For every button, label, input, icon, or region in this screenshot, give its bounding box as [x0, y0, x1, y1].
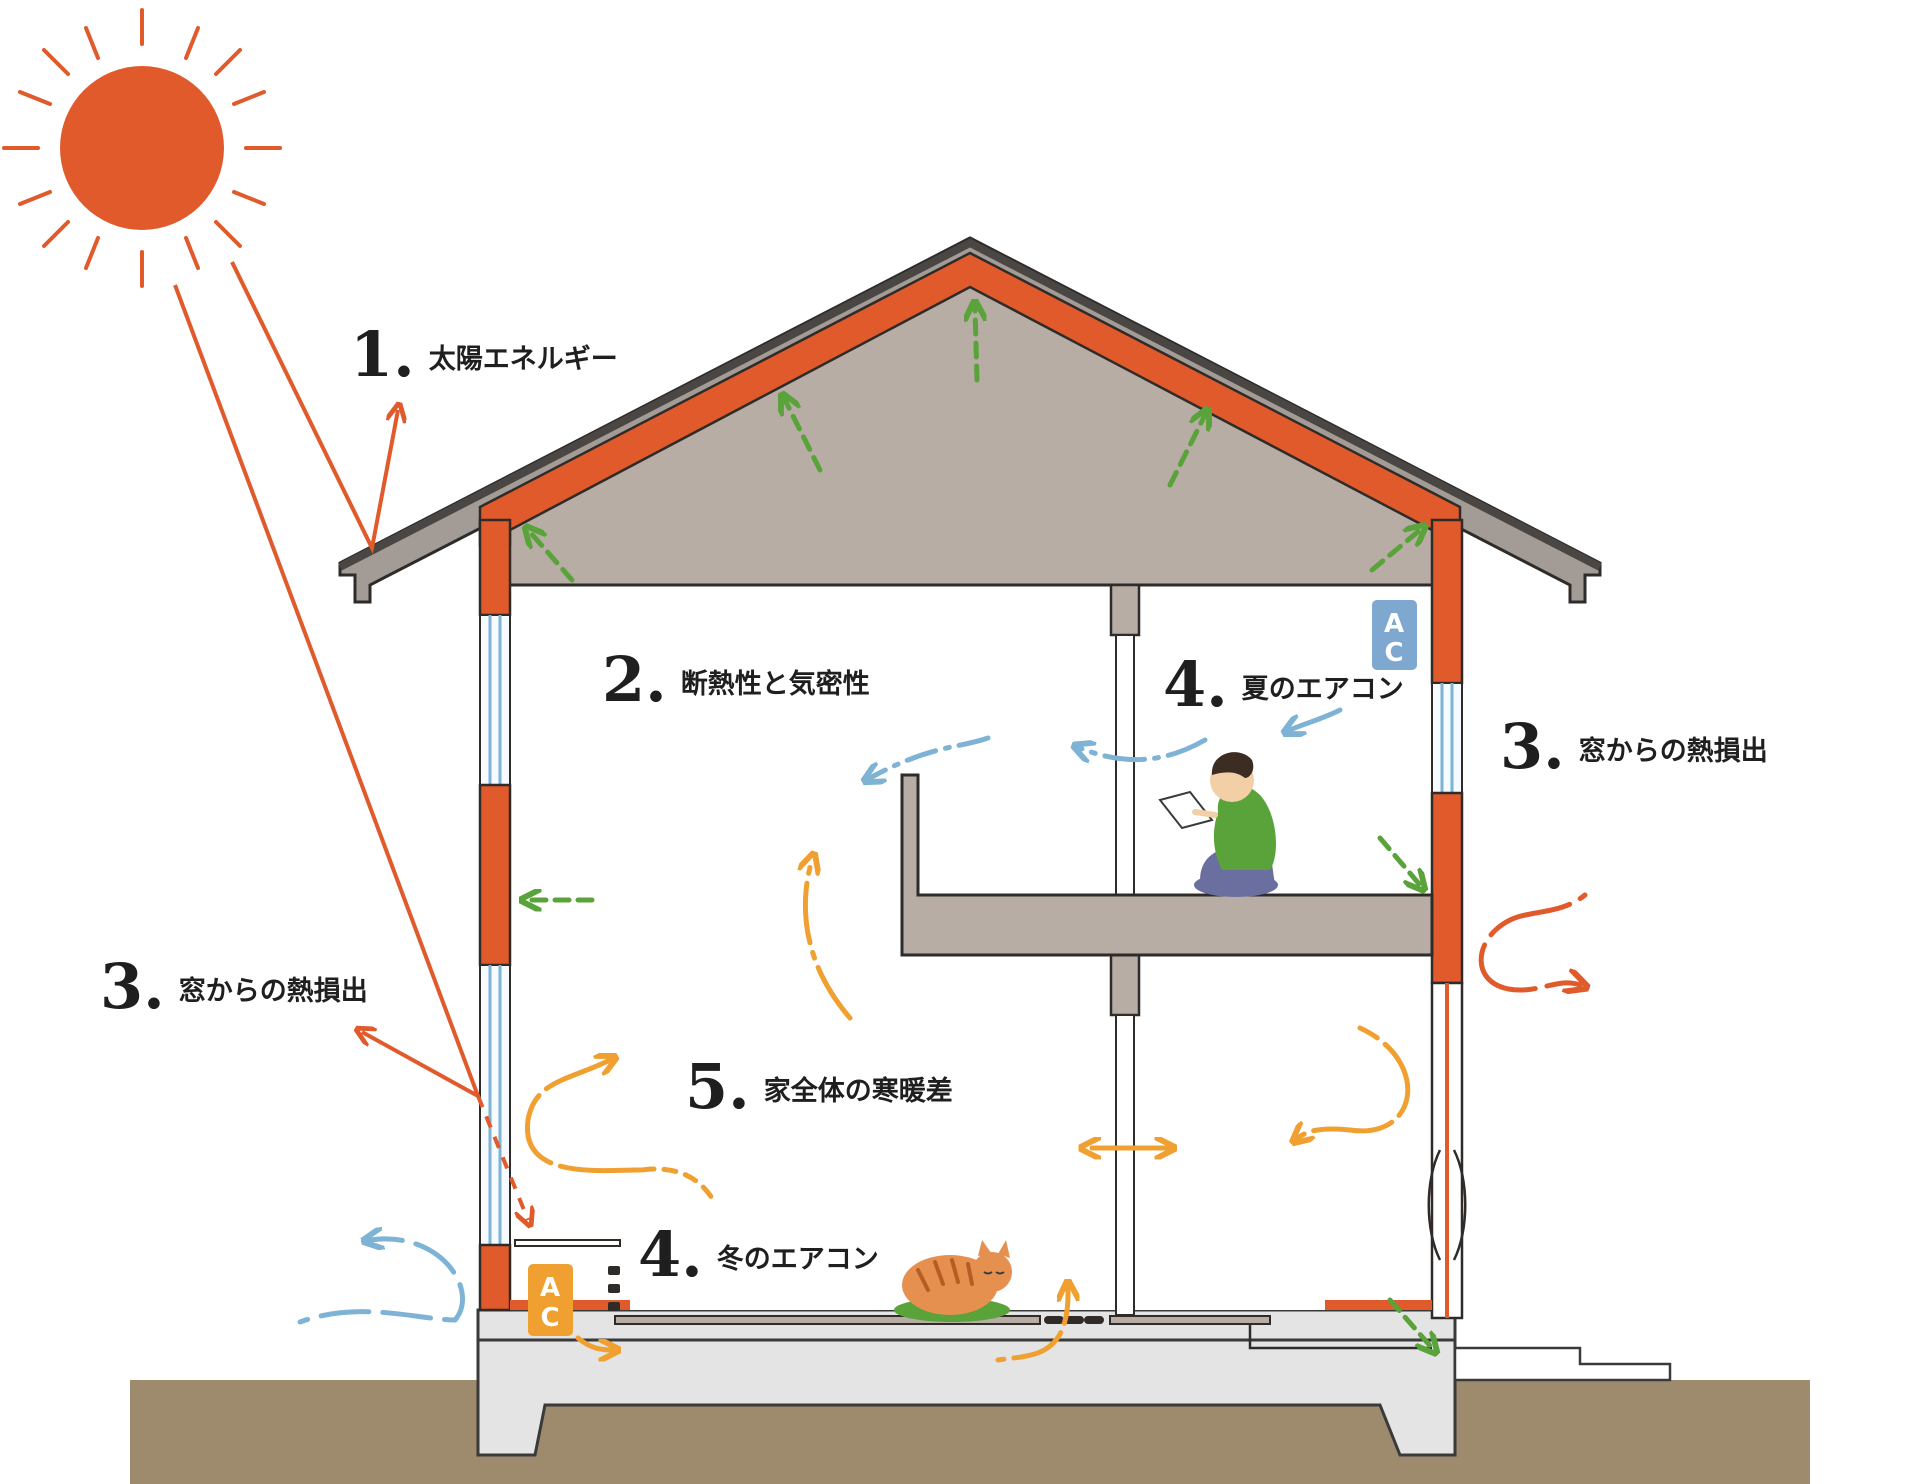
- center-post-lower: [1115, 1014, 1135, 1316]
- label-window-loss-left-number: 3.: [100, 950, 165, 1023]
- blue-arrows: [297, 707, 1343, 1325]
- label-solar-energy-number: 1.: [350, 318, 415, 391]
- ac-upper-letter-c: C: [1384, 638, 1403, 668]
- label-solar-energy: 1. 太陽エネルギー: [350, 318, 618, 391]
- child-reading: [1158, 752, 1278, 897]
- floor-board-left: [614, 1315, 1041, 1325]
- label-solar-energy-text: 太陽エネルギー: [428, 344, 618, 375]
- ac-unit-upper: A C: [1372, 600, 1417, 670]
- ac-lower-letter-c: C: [540, 1303, 559, 1333]
- label-temp-diff: 5. 家全体の寒暖差: [685, 1050, 953, 1123]
- red-heat-loss-arrow: [1478, 892, 1585, 990]
- label-winter-ac-wrap: 4. 冬のエアコン: [638, 1218, 879, 1291]
- left-wall-insulation-bottom: [478, 1243, 512, 1312]
- label-temp-diff-number: 5.: [685, 1050, 750, 1123]
- center-post-top: [1109, 583, 1141, 637]
- ac-unit-lower: A C: [528, 1264, 620, 1336]
- label-insulation-number: 2.: [602, 643, 667, 716]
- orange-arrows: [525, 860, 1411, 1363]
- right-wall-insulation-mid: [1430, 791, 1464, 985]
- label-window-loss-right-number: 3.: [1500, 710, 1565, 783]
- roof-ridge: [338, 238, 1602, 571]
- label-window-loss-left-wrap: 3. 窓からの熱損出: [100, 950, 368, 1023]
- label-winter-ac: 4. 冬のエアコン: [638, 1218, 879, 1291]
- label-window-loss-right: 3. 窓からの熱損出: [1500, 710, 1768, 783]
- ac-shelf: [514, 1239, 621, 1247]
- center-post: [1115, 634, 1135, 896]
- door-handle: [1427, 1149, 1467, 1261]
- right-window-upper: [1431, 682, 1463, 794]
- left-window-upper: [479, 614, 511, 786]
- sun-ray-roof: [230, 261, 398, 555]
- label-window-loss-right-wrap: 3. 窓からの熱損出: [1500, 710, 1768, 783]
- label-window-loss-left: 3. 窓からの熱損出: [100, 950, 368, 1023]
- green-arrows: [528, 308, 1432, 1348]
- label-insulation: 2. 断熱性と気密性: [602, 643, 870, 716]
- cat-sleeping: [894, 1240, 1012, 1322]
- center-post-bottom: [1109, 953, 1141, 1017]
- sun-ray-through-window: [476, 1095, 528, 1220]
- ac-upper-letter-a: A: [1384, 609, 1404, 639]
- step-down: [1248, 1324, 1432, 1350]
- label-window-loss-left-text: 窓からの熱損出: [178, 976, 368, 1007]
- label-summer-ac: 4. 夏のエアコン: [1163, 648, 1404, 721]
- left-wall-insulation-top: [478, 518, 512, 617]
- label-summer-ac-number: 4.: [1163, 648, 1228, 721]
- floor-insulation-right: [1325, 1300, 1432, 1310]
- label-temp-diff-text: 家全体の寒暖差: [763, 1076, 953, 1107]
- label-insulation-wrap: 2. 断熱性と気密性: [602, 643, 870, 716]
- label-winter-ac-text: 冬のエアコン: [716, 1244, 879, 1275]
- label-solar-energy-wrap: 1. 太陽エネルギー: [350, 318, 618, 391]
- label-winter-ac-number: 4.: [638, 1218, 703, 1291]
- label-summer-ac-wrap: 4. 夏のエアコン: [1163, 648, 1404, 721]
- sun: [2, 8, 282, 288]
- attic-space: [510, 272, 1432, 585]
- label-summer-ac-text: 夏のエアコン: [1241, 674, 1404, 705]
- second-floor: [900, 773, 1434, 957]
- left-wall-insulation-mid: [478, 783, 512, 967]
- ac-lower-letter-a: A: [540, 1273, 560, 1303]
- label-window-loss-right-text: 窓からの熱損出: [1578, 736, 1768, 767]
- exterior-step: [1453, 1346, 1672, 1382]
- label-insulation-text: 断熱性と気密性: [680, 669, 870, 700]
- label-temp-diff-wrap: 5. 家全体の寒暖差: [685, 1050, 953, 1123]
- floor-board-right: [1109, 1315, 1271, 1325]
- sun-rays: [2, 8, 282, 288]
